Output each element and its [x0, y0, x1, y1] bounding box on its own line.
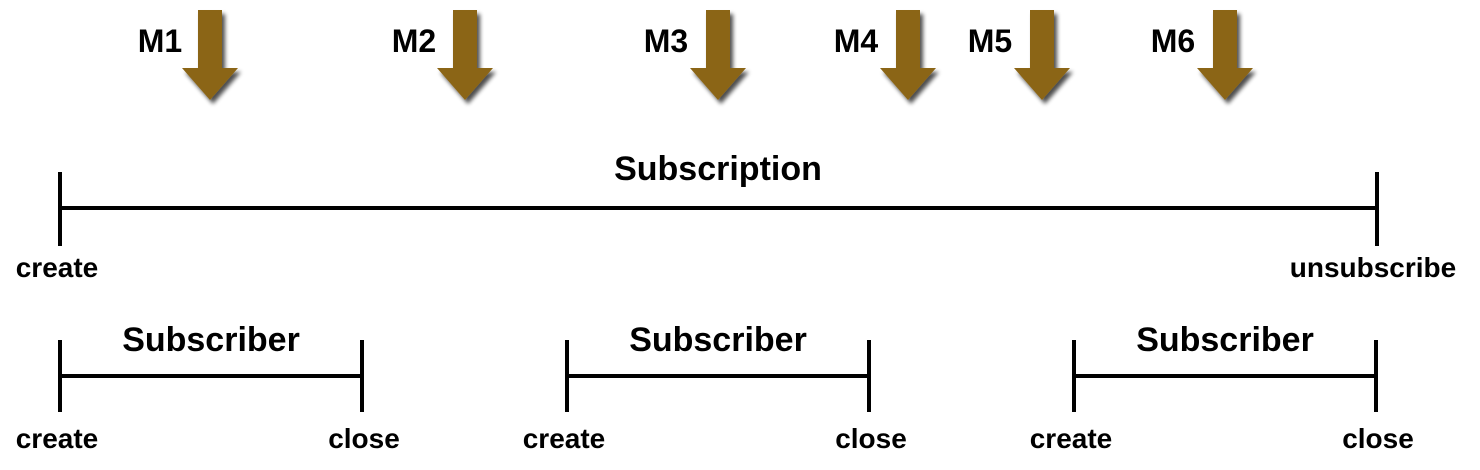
start-label: create: [1030, 423, 1113, 454]
end-label: close: [328, 423, 400, 454]
message-label: M2: [392, 23, 436, 59]
message-m4: M4: [834, 10, 936, 100]
subscription-title: Subscription: [614, 150, 822, 188]
down-arrow-icon: [1014, 10, 1070, 100]
message-m2: M2: [392, 10, 493, 100]
end-label: close: [835, 423, 907, 454]
message-label: M4: [834, 23, 879, 59]
start-label: create: [523, 423, 606, 454]
start-label: create: [16, 252, 99, 283]
subscriber-lifeline: Subscriber create close: [1030, 321, 1414, 454]
down-arrow-icon: [1197, 10, 1253, 100]
down-arrow-icon: [880, 10, 936, 100]
subscriber-title: Subscriber: [629, 321, 807, 359]
down-arrow-icon: [437, 10, 493, 100]
subscriber-title: Subscriber: [122, 321, 300, 359]
end-label: close: [1342, 423, 1414, 454]
down-arrow-icon: [182, 10, 238, 100]
message-m3: M3: [644, 10, 746, 100]
start-label: create: [16, 423, 99, 454]
down-arrow-icon: [690, 10, 746, 100]
message-label: M6: [1151, 23, 1195, 59]
subscriber-title: Subscriber: [1136, 321, 1314, 359]
subscription-lifeline: Subscription create unsubscribe: [16, 150, 1457, 283]
message-m1: M1: [138, 10, 238, 100]
message-m5: M5: [968, 10, 1070, 100]
end-label: unsubscribe: [1290, 252, 1456, 283]
message-arrows: M1 M2 M3 M4 M5 M6: [138, 10, 1253, 100]
subscriber-lifeline: Subscriber create close: [16, 321, 400, 454]
subscriber-lifeline: Subscriber create close: [523, 321, 907, 454]
message-m6: M6: [1151, 10, 1253, 100]
message-label: M5: [968, 23, 1012, 59]
message-label: M3: [644, 23, 688, 59]
message-label: M1: [138, 23, 182, 59]
